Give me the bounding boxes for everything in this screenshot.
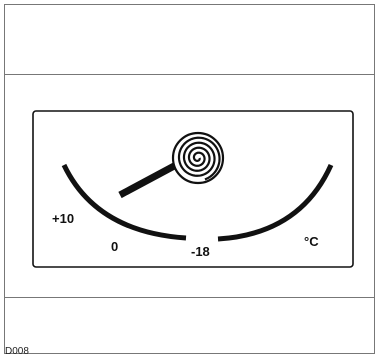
label-zero: 0: [111, 239, 118, 254]
top-divider: [4, 74, 375, 75]
label-minus-eighteen: -18: [191, 244, 210, 259]
label-plus-ten: +10: [52, 211, 74, 226]
scale-arc-right: [217, 163, 334, 242]
scale-arc-left: [61, 163, 187, 241]
figure-code: D008: [5, 346, 29, 357]
dial-panel: [32, 110, 354, 268]
figure-frame: [4, 4, 375, 354]
spiral-coil-icon: [171, 131, 225, 185]
label-unit-celsius: °C: [304, 234, 319, 249]
coil-spiral: [177, 136, 221, 181]
bottom-divider: [4, 297, 375, 298]
dial-needle: [118, 161, 178, 199]
